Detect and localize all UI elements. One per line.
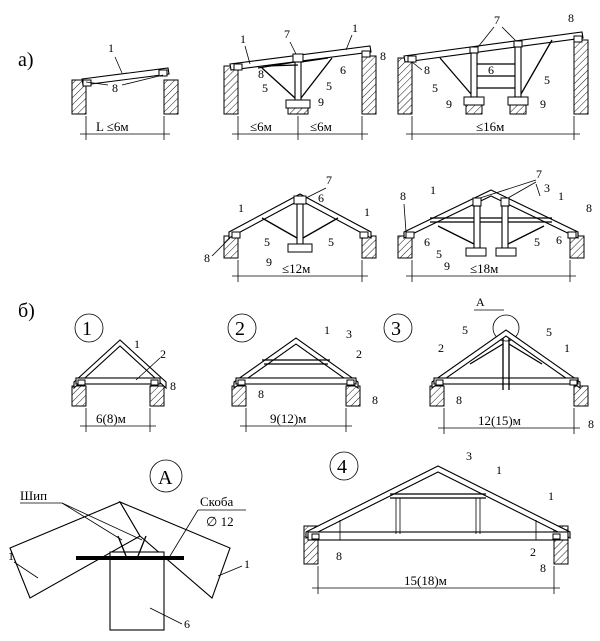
label-1: 1 <box>364 205 370 219</box>
label-1: 1 <box>238 201 244 215</box>
dim-span: ≤12м <box>282 261 310 276</box>
scheme-a5: 7 3 8 1 1 8 6 5 5 6 9 ≤18м <box>397 167 592 282</box>
label-6: 6 <box>184 617 190 631</box>
label-8: 8 <box>400 189 406 203</box>
scheme-b3: 3 A 5 5 2 1 8 8 12(15)м <box>383 295 594 434</box>
label-8: 8 <box>112 81 118 95</box>
detail-a-marker: A <box>158 467 173 489</box>
label-8: 8 <box>336 549 342 563</box>
label-9: 9 <box>266 255 272 269</box>
label-1: 1 <box>558 189 564 203</box>
dim-span: 15(18)м <box>404 573 447 588</box>
label-9: 9 <box>318 95 324 109</box>
dim-span: 9(12)м <box>270 411 306 426</box>
label-1: 1 <box>430 183 436 197</box>
label-5: 5 <box>432 81 438 95</box>
dim-span: 6(8)м <box>96 411 126 426</box>
label-8: 8 <box>588 417 594 431</box>
label-8: 8 <box>568 11 574 25</box>
detail-marker-a: A <box>476 295 485 309</box>
label-8: 8 <box>170 379 176 393</box>
scheme-b2: 2 1 3 2 8 8 9(12)м <box>227 313 378 432</box>
label-6: 6 <box>488 63 494 77</box>
label-5: 5 <box>326 79 332 93</box>
skoba-label: Скоба <box>200 494 233 509</box>
label-5: 5 <box>436 247 442 261</box>
label-7: 7 <box>284 27 290 41</box>
label-8: 8 <box>258 67 264 81</box>
ship-label: Шип <box>20 488 47 503</box>
label-1: 1 <box>134 337 140 351</box>
label-1: 1 <box>352 21 358 35</box>
skoba-diameter: ∅ 12 <box>206 514 234 529</box>
dim-span-right: ≤6м <box>310 119 332 134</box>
scheme-b4: 4 3 1 1 2 8 8 15(18)м <box>303 449 571 594</box>
scheme-number-1: 1 <box>82 318 92 340</box>
label-1: 1 <box>244 557 250 571</box>
scheme-a3: 7 8 8 6 5 5 9 9 ≤16м <box>397 11 589 140</box>
label-8: 8 <box>258 387 264 401</box>
label-6: 6 <box>340 63 346 77</box>
label-5: 5 <box>462 323 468 337</box>
label-5: 5 <box>328 235 334 249</box>
label-8: 8 <box>586 201 592 215</box>
label-8: 8 <box>424 63 430 77</box>
label-2: 2 <box>438 341 444 355</box>
label-1: 1 <box>108 41 114 55</box>
scheme-a2: 1 7 1 8 8 6 5 5 9 ≤6м ≤6м <box>223 21 386 140</box>
label-5: 5 <box>262 81 268 95</box>
label-1: 1 <box>240 32 246 46</box>
label-8: 8 <box>372 393 378 407</box>
label-6: 6 <box>556 233 562 247</box>
label-1: 1 <box>496 463 502 477</box>
label-3: 3 <box>346 327 352 341</box>
label-1: 1 <box>548 489 554 503</box>
label-7: 7 <box>326 173 332 187</box>
label-9: 9 <box>540 97 546 111</box>
dim-span: ≤16м <box>476 119 504 134</box>
label-3: 3 <box>466 449 472 463</box>
label-7: 7 <box>494 13 500 27</box>
label-8: 8 <box>540 561 546 575</box>
label-5: 5 <box>264 235 270 249</box>
label-2: 2 <box>160 347 166 361</box>
label-8: 8 <box>456 393 462 407</box>
scheme-number-2: 2 <box>235 318 245 340</box>
label-9: 9 <box>444 259 450 273</box>
section-a-label: а) <box>18 49 34 71</box>
label-2: 2 <box>530 545 536 559</box>
scheme-a1: 1 8 L ≤6м <box>71 41 179 140</box>
dim-span-left: ≤6м <box>250 119 272 134</box>
dim-span: 12(15)м <box>478 413 521 428</box>
detail-a: A Шип Скоба ∅ 12 1 1 6 <box>8 459 250 631</box>
label-5: 5 <box>544 73 550 87</box>
dim-span: L ≤6м <box>96 119 129 134</box>
scheme-a4: 7 1 6 1 5 5 8 9 ≤12м <box>204 173 377 282</box>
label-6: 6 <box>424 235 430 249</box>
section-b-label: б) <box>18 300 35 322</box>
label-1: 1 <box>324 323 330 337</box>
label-5: 5 <box>534 235 540 249</box>
label-6: 6 <box>318 191 324 205</box>
label-2: 2 <box>356 347 362 361</box>
label-8: 8 <box>204 251 210 265</box>
label-9: 9 <box>446 97 452 111</box>
scheme-number-3: 3 <box>391 318 401 340</box>
label-1: 1 <box>8 549 14 563</box>
scheme-number-4: 4 <box>337 456 347 478</box>
label-3: 3 <box>544 181 550 195</box>
label-5: 5 <box>546 325 552 339</box>
label-1: 1 <box>564 341 570 355</box>
label-8: 8 <box>380 49 386 63</box>
scheme-b1: 1 1 2 8 6(8)м <box>71 313 176 432</box>
label-7: 7 <box>536 167 542 181</box>
dim-span: ≤18м <box>470 261 498 276</box>
